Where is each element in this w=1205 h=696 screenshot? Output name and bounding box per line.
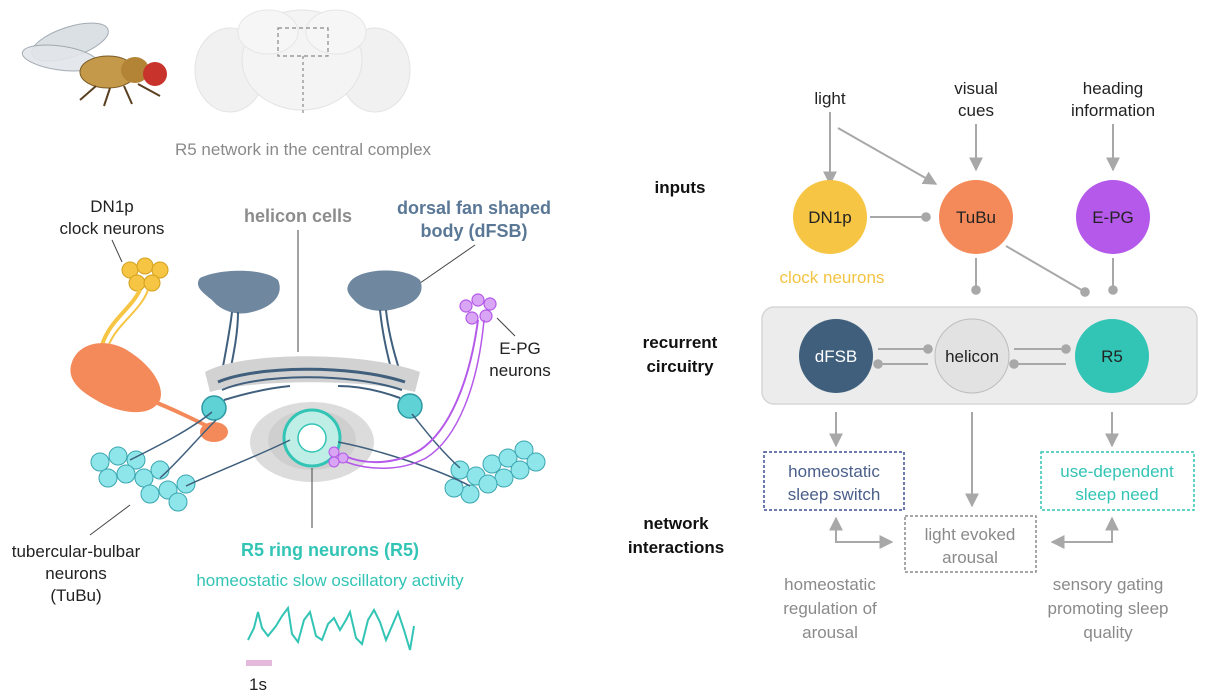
tubu-label-line1: tubercular-bulbar <box>12 542 141 561</box>
box-sleep-switch <box>763 451 905 511</box>
epg-cell-cluster <box>459 293 497 325</box>
right-panel: inputs recurrent circuitry network inter… <box>628 79 1198 642</box>
fly-illustration <box>21 22 167 107</box>
input-heading-line1: heading <box>1083 79 1144 98</box>
helicon-cells-label: helicon cells <box>244 206 352 226</box>
box-arousal <box>904 515 1037 573</box>
connection-tubu-r5 <box>1005 245 1090 297</box>
epg-label-line1: E-PG <box>499 339 541 358</box>
node-helicon-label: helicon <box>945 347 999 366</box>
left-panel: R5 network in the central complex DN1p c… <box>12 9 551 694</box>
row-label-recurrent-line2: circuitry <box>646 357 714 376</box>
node-r5-label: R5 <box>1101 347 1123 366</box>
outcome-gating-line1: sensory gating <box>1053 575 1164 594</box>
box-arousal-line2: arousal <box>942 548 998 567</box>
right-soma-cluster <box>444 440 546 504</box>
arrow-light-tubu <box>837 127 938 185</box>
tubu-label-line3: (TuBu) <box>50 586 101 605</box>
epg-label-line2: neurons <box>489 361 550 380</box>
outcome-regulation-line3: arousal <box>802 623 858 642</box>
row-label-network-line1: network <box>643 514 709 533</box>
box-sleep-need <box>1040 451 1195 511</box>
helicon-right-soma <box>397 393 423 419</box>
brain-caption: R5 network in the central complex <box>175 140 432 159</box>
dfsb-left-blob <box>197 270 280 314</box>
node-dn1p-label: DN1p <box>808 208 851 227</box>
clock-neurons-label: clock neurons <box>780 268 885 287</box>
left-soma-cluster <box>90 446 196 512</box>
activity-trace <box>247 605 415 651</box>
link-switch-arousal <box>829 516 894 549</box>
box-sleep-switch-line2: sleep switch <box>788 485 881 504</box>
node-dfsb <box>799 319 873 393</box>
input-visual-line1: visual <box>954 79 997 98</box>
row-label-inputs: inputs <box>655 178 706 197</box>
node-tubu <box>939 180 1013 254</box>
link-need-arousal <box>1050 516 1119 549</box>
node-tubu-label: TuBu <box>956 208 996 227</box>
box-sleep-switch-line1: homeostatic <box>788 462 880 481</box>
dn1p-cell-cluster <box>121 257 169 292</box>
tubu-label-line2: neurons <box>45 564 106 583</box>
dn1p-label-line2: clock neurons <box>60 219 165 238</box>
row-label-network-line2: interactions <box>628 538 724 557</box>
outcome-gating-line3: quality <box>1083 623 1133 642</box>
box-sleep-need-line2: sleep need <box>1075 485 1158 504</box>
row-label-recurrent-line1: recurrent <box>643 333 718 352</box>
input-heading-line2: information <box>1071 101 1155 120</box>
outcome-gating-line2: promoting sleep <box>1048 599 1169 618</box>
box-arousal-line1: light evoked <box>925 525 1016 544</box>
r5-ring-neurons-label: R5 ring neurons (R5) <box>241 540 419 560</box>
node-helicon <box>934 318 1010 394</box>
outcome-regulation-line2: regulation of <box>783 599 877 618</box>
dn1p-projection <box>100 289 142 346</box>
dfsb-label-line2: body (dFSB) <box>421 221 528 241</box>
node-epg <box>1076 180 1150 254</box>
tubu-neuropil <box>70 343 161 413</box>
scale-bar-label: 1s <box>249 675 267 694</box>
scale-bar <box>246 660 272 666</box>
dfsb-right-blob <box>347 270 422 311</box>
node-dn1p <box>793 180 867 254</box>
helicon-left-soma <box>201 395 227 421</box>
dfsb-label-line1: dorsal fan shaped <box>397 198 551 218</box>
node-epg-label: E-PG <box>1092 208 1134 227</box>
box-sleep-need-line1: use-dependent <box>1060 462 1174 481</box>
input-visual-line2: cues <box>958 101 994 120</box>
input-light: light <box>814 89 845 108</box>
dn1p-label-line1: DN1p <box>90 197 133 216</box>
epg-projection <box>344 319 479 464</box>
node-r5 <box>1075 319 1149 393</box>
oscillatory-activity-label: homeostatic slow oscillatory activity <box>196 571 464 590</box>
brain-outline <box>194 9 411 115</box>
node-dfsb-label: dFSB <box>815 347 858 366</box>
outcome-regulation-line1: homeostatic <box>784 575 876 594</box>
